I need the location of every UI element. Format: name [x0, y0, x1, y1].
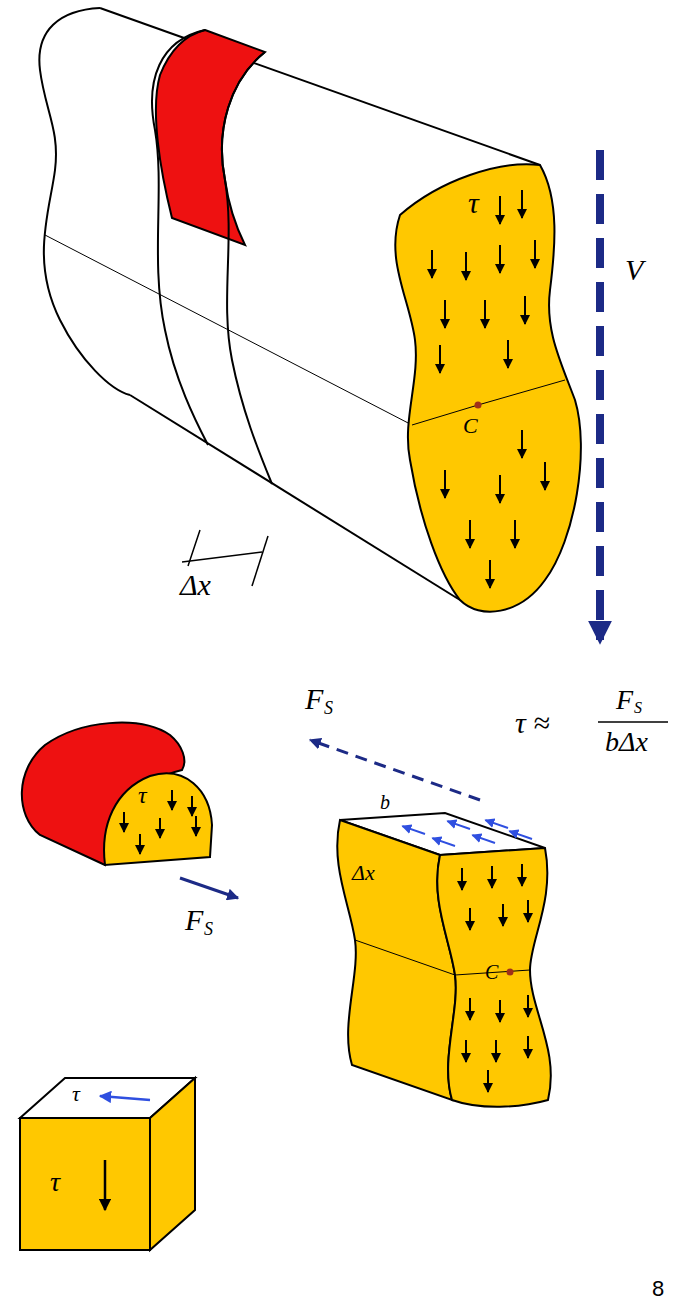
cube-side	[150, 1078, 195, 1250]
stress-arrow	[485, 820, 508, 828]
beam	[39, 8, 581, 612]
stress-arrow	[521, 864, 523, 886]
dimension-label: Δx	[180, 570, 211, 600]
force-label: V	[625, 255, 643, 285]
stress-arrow	[439, 345, 441, 373]
dimension-tick	[252, 536, 268, 586]
stress-arrow	[527, 900, 529, 922]
stress-arrow	[484, 300, 486, 328]
neutral-axis	[355, 940, 530, 975]
stress-arrow	[499, 245, 501, 273]
stress-arrow	[171, 790, 173, 810]
cut-line	[222, 52, 272, 484]
stress-arrow	[191, 796, 193, 816]
stress-arrow	[472, 835, 495, 843]
stress-arrow	[469, 908, 471, 930]
stress-arrow	[465, 252, 467, 280]
stress-symbol: τ	[468, 188, 479, 218]
cut-piece	[22, 723, 212, 865]
stress-arrow	[461, 868, 463, 890]
force-subscript: S	[204, 920, 213, 938]
centroid-dot	[507, 969, 514, 976]
centroid-label: C	[485, 962, 498, 982]
stress-arrow	[100, 1096, 150, 1100]
stress-arrow	[499, 475, 501, 503]
stress-arrow	[431, 250, 433, 278]
stress-arrow	[469, 998, 471, 1020]
stress-arrow	[527, 995, 529, 1017]
page-number: 8	[652, 1278, 664, 1300]
dimension-tick	[188, 530, 200, 566]
stress-arrows	[124, 190, 545, 1092]
cross-section-face	[395, 164, 581, 611]
stress-arrow	[521, 190, 523, 218]
width-label: b	[380, 792, 390, 812]
stress-arrow	[159, 818, 161, 838]
centroid-label: C	[463, 415, 478, 437]
stress-arrow	[444, 300, 446, 328]
stress-arrow	[502, 904, 504, 926]
block-face	[437, 848, 551, 1107]
stress-arrow	[489, 560, 491, 588]
stress-arrow	[487, 1070, 489, 1092]
formula-subscript: S	[634, 700, 642, 716]
stress-arrow	[469, 520, 471, 548]
stress-symbol: τ	[138, 783, 147, 807]
formula-denominator: bΔx	[605, 728, 648, 756]
stress-arrow	[544, 462, 546, 490]
piece-face	[104, 773, 212, 865]
slice-block	[337, 813, 551, 1107]
shear-force-arrow	[596, 150, 604, 640]
force-label: F	[305, 684, 323, 714]
stress-arrow	[514, 520, 516, 548]
stress-arrow	[509, 831, 532, 839]
cube-front	[20, 1118, 150, 1250]
formula-numerator: F	[616, 686, 633, 714]
slice-face	[156, 30, 265, 245]
shear-force-arrow	[180, 878, 238, 898]
dimension-label: Δx	[352, 862, 375, 884]
stress-arrow	[465, 1040, 467, 1062]
stress-arrow	[104, 1160, 107, 1210]
stress-arrow	[402, 826, 425, 834]
stress-symbol: τ	[50, 1168, 60, 1196]
stress-cube	[20, 1078, 195, 1250]
stress-symbol: τ	[72, 1083, 80, 1105]
stress-arrow	[444, 470, 446, 498]
cut-line	[152, 30, 208, 445]
fraction-bar	[598, 721, 668, 723]
stress-arrow	[499, 1000, 501, 1022]
stress-arrow	[432, 838, 455, 846]
stress-arrow	[527, 1036, 529, 1058]
stress-arrow	[447, 821, 470, 829]
centroid-dot	[475, 402, 482, 409]
back-section	[39, 8, 130, 395]
formula-text: τ ≈	[515, 708, 550, 738]
stress-arrow	[521, 430, 523, 458]
stress-arrow	[534, 240, 536, 268]
stress-arrow	[491, 866, 493, 888]
stress-arrow	[499, 196, 501, 224]
force-subscript: S	[324, 699, 333, 717]
stress-arrow	[123, 812, 125, 832]
dimension-line	[182, 552, 262, 562]
shear-force-arrow	[310, 740, 480, 800]
stress-arrow	[495, 1040, 497, 1062]
neutral-axis	[412, 380, 565, 425]
stress-arrow	[507, 340, 509, 368]
stress-arrow	[139, 834, 141, 854]
force-label: F	[185, 905, 203, 935]
stress-arrow	[524, 296, 526, 324]
stress-arrow	[195, 816, 197, 836]
